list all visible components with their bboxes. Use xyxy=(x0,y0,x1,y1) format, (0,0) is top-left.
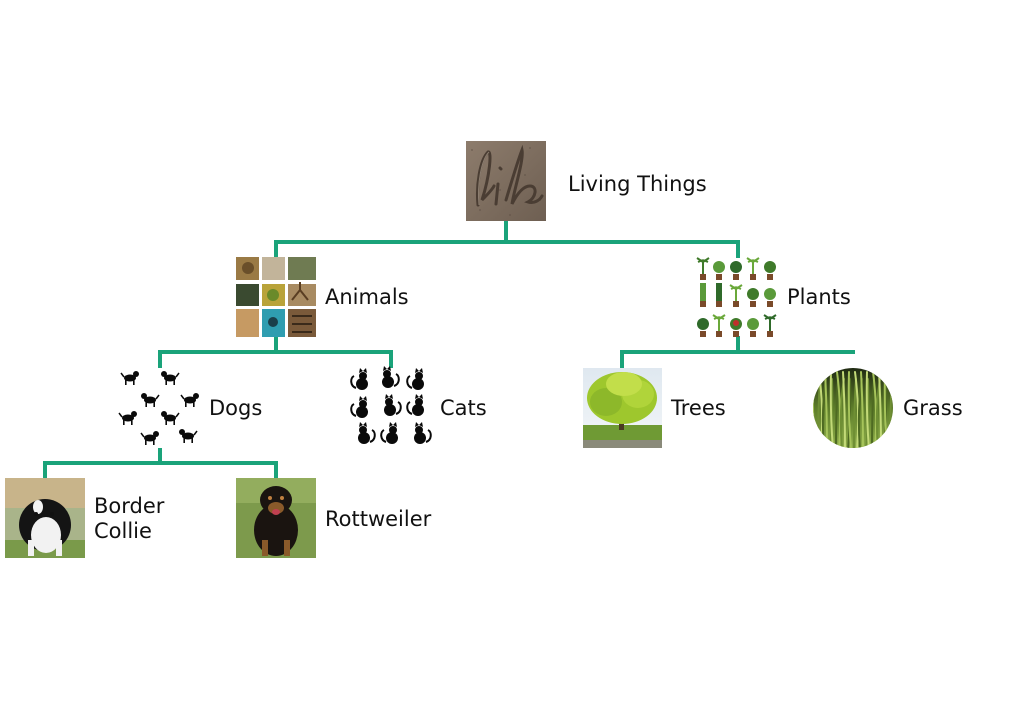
node-label-trees: Trees xyxy=(671,396,726,420)
potted-plants-grid-icon xyxy=(696,257,777,337)
node-label-living-things: Living Things xyxy=(568,172,707,196)
connector-root xyxy=(274,219,740,258)
dog-silhouettes-icon xyxy=(118,371,199,445)
node-label-dogs: Dogs xyxy=(209,396,263,420)
node-label-rottweiler: Rottweiler xyxy=(325,507,432,531)
connector-animals xyxy=(158,336,393,368)
rottweiler-photo-icon xyxy=(236,478,316,558)
life-sand-writing-icon xyxy=(466,141,546,221)
tree-photo-icon xyxy=(583,368,662,448)
connector-lines xyxy=(43,219,855,478)
connector-plants xyxy=(620,336,855,368)
border-collie-photo-icon xyxy=(5,478,85,558)
cat-silhouettes-icon xyxy=(350,366,432,444)
grass-photo-icon xyxy=(813,368,893,448)
node-label-plants: Plants xyxy=(787,285,851,309)
node-label-border-collie-line1: Border xyxy=(94,494,165,518)
connector-dogs xyxy=(43,448,278,478)
node-label-border-collie-line2: Collie xyxy=(94,519,152,543)
node-label-cats: Cats xyxy=(440,396,487,420)
node-label-grass: Grass xyxy=(903,396,963,420)
animal-photo-grid-icon xyxy=(236,257,316,337)
node-label-border-collie: Border Collie xyxy=(94,494,164,544)
node-label-animals: Animals xyxy=(325,285,409,309)
